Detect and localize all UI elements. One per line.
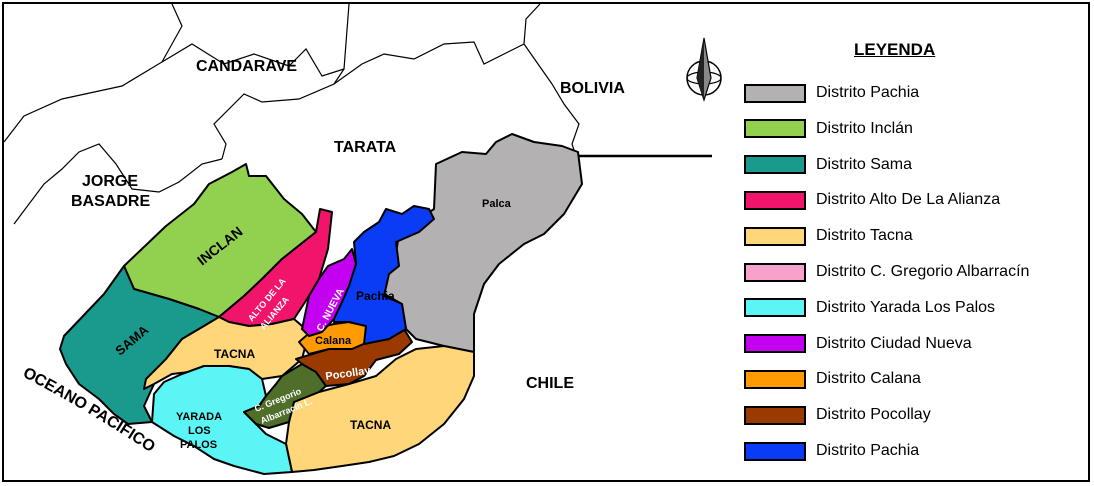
legend-swatch [744,441,806,461]
legend-swatch [744,226,806,246]
legend-label: Distrito Calana [816,370,921,388]
legend-label: Distrito Ciudad Nueva [816,334,972,352]
legend-swatch [744,334,806,354]
legend-swatch [744,262,806,282]
legend-label: Distrito C. Gregorio Albarracín [816,263,1030,280]
legend-item: Distrito Inclán [744,116,913,142]
label-pachia: Pachia [356,289,395,303]
district-tacna-south [285,345,475,473]
legend-label: Distrito Pachia [816,84,920,101]
label-chile: CHILE [526,375,574,392]
label-jorge: JORGE [82,173,138,190]
legend-label: Distrito Inclán [816,119,913,137]
neighbor-labels: CANDARAVE BOLIVIA TARATA JORGE BASADRE C… [71,58,625,392]
legend-title: LEYENDA [854,40,936,59]
legend-swatch [744,298,806,318]
legend-label: Distrito Pocollay [816,406,931,424]
legend-swatch [744,405,806,425]
legend-item: Distrito Sama [744,152,912,178]
label-yarada-1: YARADA [176,411,222,423]
compass-rose-icon [686,37,722,102]
legend-item: Distrito Alto De La Alianza [744,187,1000,213]
district-pachia-gray [381,133,583,353]
legend-item: Distrito Tacna [744,223,913,249]
legend-label: Distrito Sama [816,155,913,173]
legend-label: Distrito Pachia [816,442,920,459]
legend-item: Distrito C. Gregorio Albarracín [744,259,1029,285]
legend-label: Distrito Tacna [816,227,913,245]
legend-swatch [744,369,806,389]
legend-item: Distrito Pachia [744,80,919,106]
district-map: CANDARAVE BOLIVIA TARATA JORGE BASADRE C… [4,4,722,475]
label-yarada-3: PALOS [180,439,217,451]
legend-item: Distrito Ciudad Nueva [744,331,972,357]
label-bolivia: BOLIVIA [560,80,625,97]
legend-label: Distrito Alto De La Alianza [816,191,1001,209]
district-pachia-blue [333,205,435,345]
neighbor-boundaries [4,4,712,225]
legend-swatch [744,190,806,210]
label-basadre: BASADRE [71,193,150,210]
legend-item: Distrito Yarada Los Palos [744,295,995,321]
legend-label: Distrito Yarada Los Palos [816,298,996,316]
label-tacna-south: TACNA [350,418,391,432]
legend-swatch [744,155,806,175]
label-yarada-2: LOS [188,425,211,437]
label-tarata: TARATA [334,139,397,156]
district-shapes [59,133,583,475]
label-tacna-north: TACNA [214,347,255,361]
legend-item: Distrito Pocollay [744,402,931,428]
label-palca: Palca [482,198,512,210]
label-calana: Calana [315,335,352,347]
label-candarave: CANDARAVE [196,58,297,75]
legend-swatch [744,83,806,103]
legend-item: Distrito Pachia [744,438,919,464]
legend-swatch [744,119,806,139]
legend-item: Distrito Calana [744,366,921,392]
